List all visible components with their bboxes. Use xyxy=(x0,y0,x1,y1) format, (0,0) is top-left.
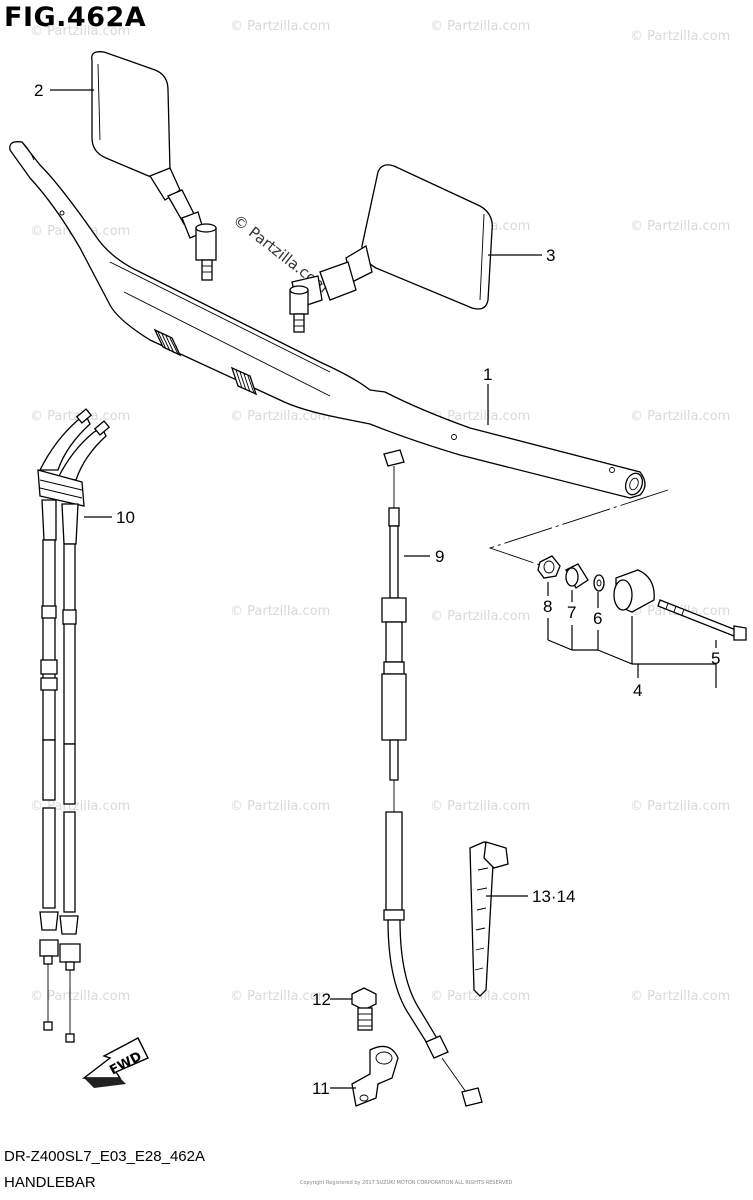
right-mirror-part xyxy=(289,164,493,333)
diagram-code: DR-Z400SL7_E03_E28_462A xyxy=(4,1148,205,1165)
watermark-text: © Partzilla.com xyxy=(230,409,330,424)
watermark-text: © Partzilla.com xyxy=(30,24,130,39)
fwd-arrow-icon: FWD xyxy=(81,1037,149,1088)
washer-part xyxy=(593,574,605,592)
watermark-text: © Partzilla.com xyxy=(430,409,530,424)
clamp-bolt-part xyxy=(351,987,377,1031)
callout-5: 5 xyxy=(711,649,720,668)
handlebar-part xyxy=(9,141,646,499)
callout-9: 9 xyxy=(435,547,444,566)
callout-6: 6 xyxy=(593,609,602,628)
watermark-text: © Partzilla.com xyxy=(630,799,730,814)
diagram-name: HANDLEBAR xyxy=(4,1174,96,1191)
watermark-text: © Partzilla.com xyxy=(230,989,330,1004)
callout-1: 1 xyxy=(483,365,492,384)
watermark-text: © Partzilla.com xyxy=(230,19,330,34)
watermark-text: © Partzilla.com xyxy=(630,989,730,1004)
nut-part xyxy=(537,555,561,579)
knurl-band xyxy=(230,366,258,396)
callout-8: 8 xyxy=(543,597,552,616)
callout-7: 7 xyxy=(567,603,576,622)
callout-4: 4 xyxy=(633,681,642,700)
clutch-cable-part xyxy=(381,449,483,1107)
watermark-text: © Partzilla.com xyxy=(230,799,330,814)
callout-13-14: 13·14 xyxy=(532,887,575,906)
watermark-text: © Partzilla.com xyxy=(630,29,730,44)
callout-12: 12 xyxy=(312,990,331,1009)
watermark-text: © Partzilla.com xyxy=(430,799,530,814)
callout-3: 3 xyxy=(546,246,555,265)
callout-10: 10 xyxy=(116,508,135,527)
balancer-bolt-part xyxy=(657,599,747,641)
cable-tie-part xyxy=(469,841,509,997)
balancer-weight-part xyxy=(613,569,655,613)
knurl-band xyxy=(153,328,182,357)
watermark-text: © Partzilla.com xyxy=(230,604,330,619)
copyright-note: Copyright Registered by 2017 SUZUKI MOTO… xyxy=(300,1180,513,1186)
left-mirror-part xyxy=(91,51,217,281)
figure-title: FIG.462A xyxy=(4,2,147,33)
watermark-text: © Partzilla.com xyxy=(630,409,730,424)
cable-clamp-part xyxy=(351,1045,399,1107)
throttle-cables-part xyxy=(37,408,111,1043)
watermark-text: © Partzilla.com xyxy=(430,609,530,624)
spacer-part xyxy=(565,563,589,589)
watermark-text: © Partzilla.com xyxy=(630,219,730,234)
leader-lines xyxy=(50,89,717,1089)
watermark-text: © Partzilla.com xyxy=(430,19,530,34)
watermark-text: © Partzilla.com xyxy=(30,989,130,1004)
callout-2: 2 xyxy=(34,81,43,100)
callout-11: 11 xyxy=(312,1079,330,1098)
